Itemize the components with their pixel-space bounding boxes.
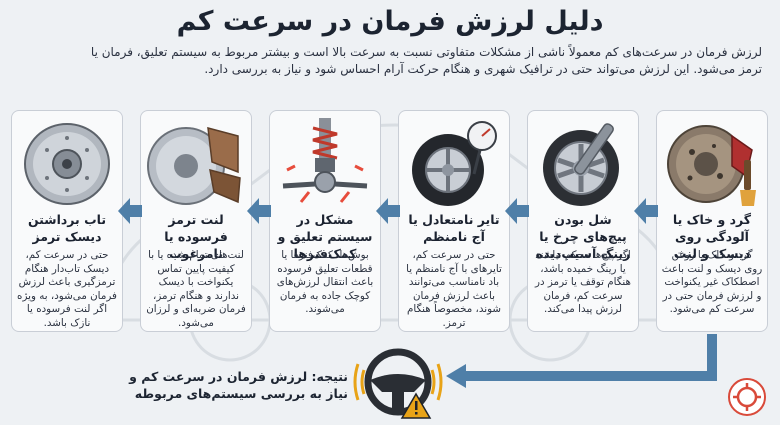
- card-unbalanced-tire: تایر نامتعادل یا آج نامنظم حتی در سرعت ک…: [398, 110, 510, 332]
- card-dirty-brake: گرد و خاک یا آلودگی روی دیسک و لنت گرد و…: [656, 110, 768, 332]
- card-title: لنت ترمز فرسوده یا نامرغوب: [164, 212, 228, 261]
- card-description: اگر پیچ‌ها محکم نباشند یا رینگ خمیده باش…: [535, 249, 631, 315]
- flow-arrow-icon: [247, 198, 271, 224]
- card-title: شل بودن پیچ‌های چرخ یا رینگ آسیب‌دیده: [535, 212, 631, 261]
- card-title: تایر نامتعادل یا آج نامنظم: [408, 212, 500, 244]
- card-description: حتی در سرعت کم، تایرهای با آج نامنظم یا …: [406, 249, 502, 329]
- flow-arrow-icon: [505, 198, 529, 224]
- brake-pad-icon: [145, 115, 247, 211]
- wheel-wrench-icon: [532, 115, 634, 211]
- flow-arrow-icon: [376, 198, 400, 224]
- flow-arrow-icon: [634, 198, 658, 224]
- page-title: دلیل لرزش فرمان در سرعت کم: [176, 6, 604, 37]
- card-title: مشکل در سیستم تعلیق و کمک‌فنرها: [277, 212, 373, 261]
- card-suspension: مشکل در سیستم تعلیق و کمک‌فنرها بوش‌ها، …: [269, 110, 381, 332]
- dirty-brake-icon: [661, 115, 763, 211]
- card-description: حتی در سرعت کم، دیسک تاب‌دار هنگام ترمزگ…: [17, 249, 117, 329]
- card-description: لنت‌های تمام شده یا با کیفیت پایین تماس …: [146, 249, 246, 329]
- intro-paragraph: لرزش فرمان در سرعت‌های کم معمولاً ناشی ا…: [90, 45, 762, 76]
- flow-arrow-icon: [118, 198, 142, 224]
- card-loose-bolts: شل بودن پیچ‌های چرخ یا رینگ آسیب‌دیده اگ…: [527, 110, 639, 332]
- brake-disc-icon: [16, 115, 118, 211]
- suspension-icon: [274, 115, 376, 211]
- card-title: تاب برداشتن دیسک ترمز: [27, 212, 107, 244]
- card-title: گرد و خاک یا آلودگی روی دیسک و لنت: [672, 212, 752, 261]
- brand-logo-icon: [728, 378, 766, 416]
- card-description: بوش‌ها، کمک‌فنرها یا قطعات تعلیق فرسوده …: [276, 249, 374, 315]
- result-text: نتیجه: لرزش فرمان در سرعت کم و نیاز به ب…: [129, 369, 348, 401]
- card-brake-pad: لنت ترمز فرسوده یا نامرغوب لنت‌های تمام …: [140, 110, 252, 332]
- steering-wheel-warning-icon: [353, 348, 443, 419]
- card-description: گرد و خاک یا روغن روی دیسک و لنت باعث اص…: [661, 249, 763, 315]
- cause-cards: گرد و خاک یا آلودگی روی دیسک و لنت گرد و…: [11, 110, 768, 332]
- tire-gauge-icon: [403, 115, 505, 211]
- card-warped-disc: تاب برداشتن دیسک ترمز حتی در سرعت کم، دی…: [11, 110, 123, 332]
